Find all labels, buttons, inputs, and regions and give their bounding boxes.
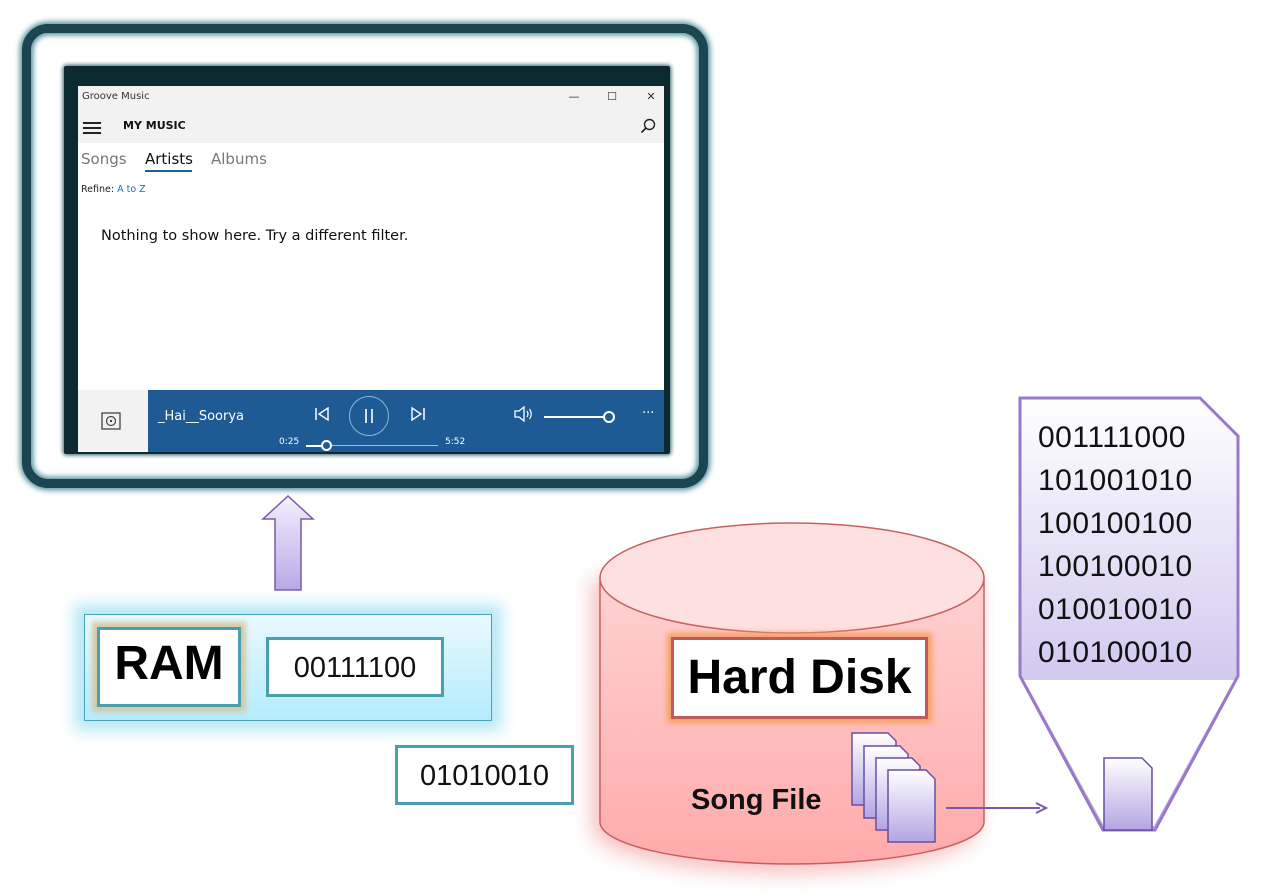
ram-label-box bbox=[97, 627, 241, 707]
small-file-icon bbox=[1103, 757, 1153, 831]
binary-line: 001111000 bbox=[1038, 421, 1186, 454]
more-options-icon[interactable]: ··· bbox=[642, 406, 655, 421]
binary-line: 100100100 bbox=[1038, 507, 1193, 540]
tab-songs[interactable]: Songs bbox=[81, 150, 127, 168]
pause-button[interactable] bbox=[349, 396, 389, 436]
total-duration: 5:52 bbox=[445, 437, 466, 447]
hamburger-menu-icon[interactable] bbox=[83, 122, 101, 134]
refine-filter: Refine:A to Z bbox=[81, 184, 146, 195]
binary-line: 100100010 bbox=[1038, 550, 1193, 583]
hard-disk-top bbox=[599, 522, 985, 634]
maximize-button[interactable]: ☐ bbox=[607, 90, 617, 103]
binary-line: 010010010 bbox=[1038, 593, 1193, 626]
ram-bits: 00111100 bbox=[266, 637, 444, 697]
empty-state-message: Nothing to show here. Try a different fi… bbox=[101, 228, 409, 244]
tab-albums[interactable]: Albums bbox=[211, 150, 267, 168]
tab-artists[interactable]: Artists bbox=[145, 150, 193, 168]
app-header bbox=[78, 86, 664, 143]
active-tab-indicator bbox=[145, 170, 192, 172]
elapsed-time: 0:25 bbox=[279, 437, 300, 447]
close-button[interactable]: ✕ bbox=[646, 90, 656, 103]
previous-track-icon[interactable] bbox=[314, 406, 330, 422]
ram-label: RAM bbox=[114, 637, 224, 690]
transit-bits: 01010010 bbox=[395, 745, 574, 805]
seek-progress-fill bbox=[306, 445, 327, 447]
refine-label: Refine: bbox=[81, 184, 115, 195]
window-title: Groove Music bbox=[82, 91, 150, 102]
album-art-icon bbox=[101, 412, 121, 430]
refine-value-link[interactable]: A to Z bbox=[117, 184, 146, 195]
song-file-stack-icon bbox=[851, 732, 936, 843]
volume-track[interactable] bbox=[544, 416, 610, 418]
now-playing-title[interactable]: _Hai__Soorya bbox=[158, 409, 245, 424]
next-track-icon[interactable] bbox=[410, 406, 426, 422]
section-title: MY MUSIC bbox=[123, 119, 186, 132]
binary-line: 010100010 bbox=[1038, 636, 1193, 669]
song-file-label: Song File bbox=[691, 784, 822, 816]
minimize-button[interactable]: — bbox=[568, 90, 580, 103]
zoom-funnel bbox=[1024, 680, 1234, 826]
up-arrow bbox=[261, 494, 315, 591]
now-playing-bar: _Hai__Soorya 0:25 5:52 bbox=[78, 390, 664, 452]
volume-icon[interactable] bbox=[514, 406, 534, 422]
pause-icon bbox=[365, 409, 373, 423]
seek-track[interactable] bbox=[318, 445, 438, 446]
seek-slider-thumb[interactable] bbox=[320, 440, 332, 451]
file-arrow bbox=[946, 802, 1049, 814]
groove-music-window: Groove Music — ☐ ✕ MY MUSIC Songs Artist… bbox=[78, 86, 664, 452]
volume-slider-thumb[interactable] bbox=[603, 411, 616, 423]
search-icon[interactable] bbox=[640, 118, 656, 134]
binary-line: 101001010 bbox=[1038, 464, 1193, 497]
album-art[interactable] bbox=[78, 390, 148, 452]
hard-disk-label-box bbox=[671, 637, 928, 719]
hard-disk-label: Hard Disk bbox=[687, 651, 912, 704]
